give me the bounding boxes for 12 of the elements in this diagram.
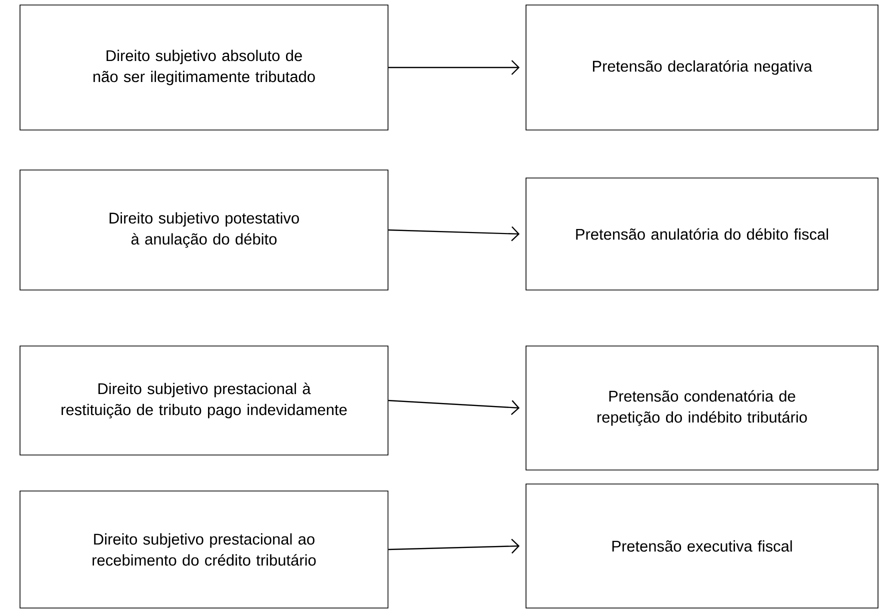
text-box: Pretensão anulatória do débito fiscal bbox=[526, 178, 878, 290]
text-box: Direito subjetivo prestacional ao recebimento do crédito tributário bbox=[20, 490, 388, 608]
arrow bbox=[388, 400, 520, 415]
arrow bbox=[388, 60, 520, 75]
text-box: Direito subjetivo potestativo à anulação do débito bbox=[20, 170, 388, 290]
text-box: Direito subjetivo absoluto de não ser ilegitimamente tributado bbox=[20, 4, 388, 130]
text-box: Pretensão executiva fiscal bbox=[526, 484, 878, 608]
arrow bbox=[388, 538, 520, 554]
text-box: Pretensão condenatória de repetição do indébito tributário bbox=[526, 346, 878, 470]
arrow bbox=[388, 226, 520, 242]
text-box: Pretensão declaratória negativa bbox=[526, 4, 878, 130]
text-box: Direito subjetivo prestacional à restituição de tributo pago indevidamente bbox=[20, 346, 388, 456]
